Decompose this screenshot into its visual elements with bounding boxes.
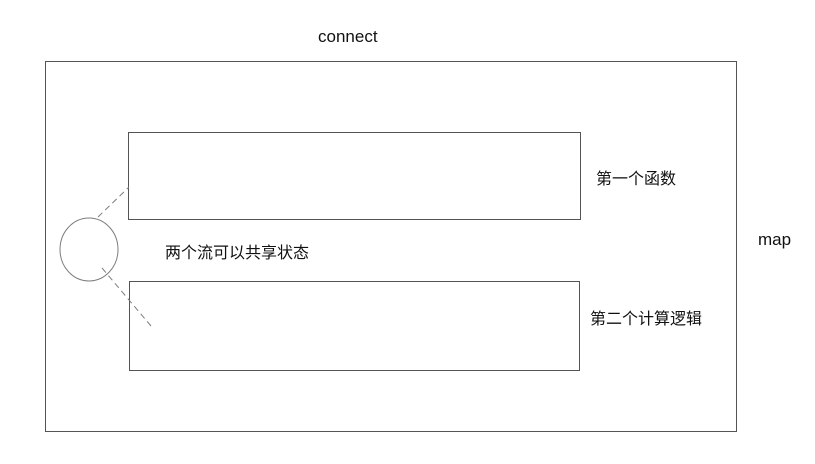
map-label: map — [758, 230, 792, 249]
shared-state-note: 两个流可以共享状态 — [165, 245, 310, 262]
box2-label: 第二个计算逻辑 — [590, 311, 703, 328]
function-box-2 — [129, 281, 580, 371]
function-box-1 — [128, 132, 581, 220]
diagram-title: connect — [318, 27, 378, 46]
box1-label: 第一个函数 — [596, 171, 677, 188]
map-boundary-box — [45, 61, 737, 432]
